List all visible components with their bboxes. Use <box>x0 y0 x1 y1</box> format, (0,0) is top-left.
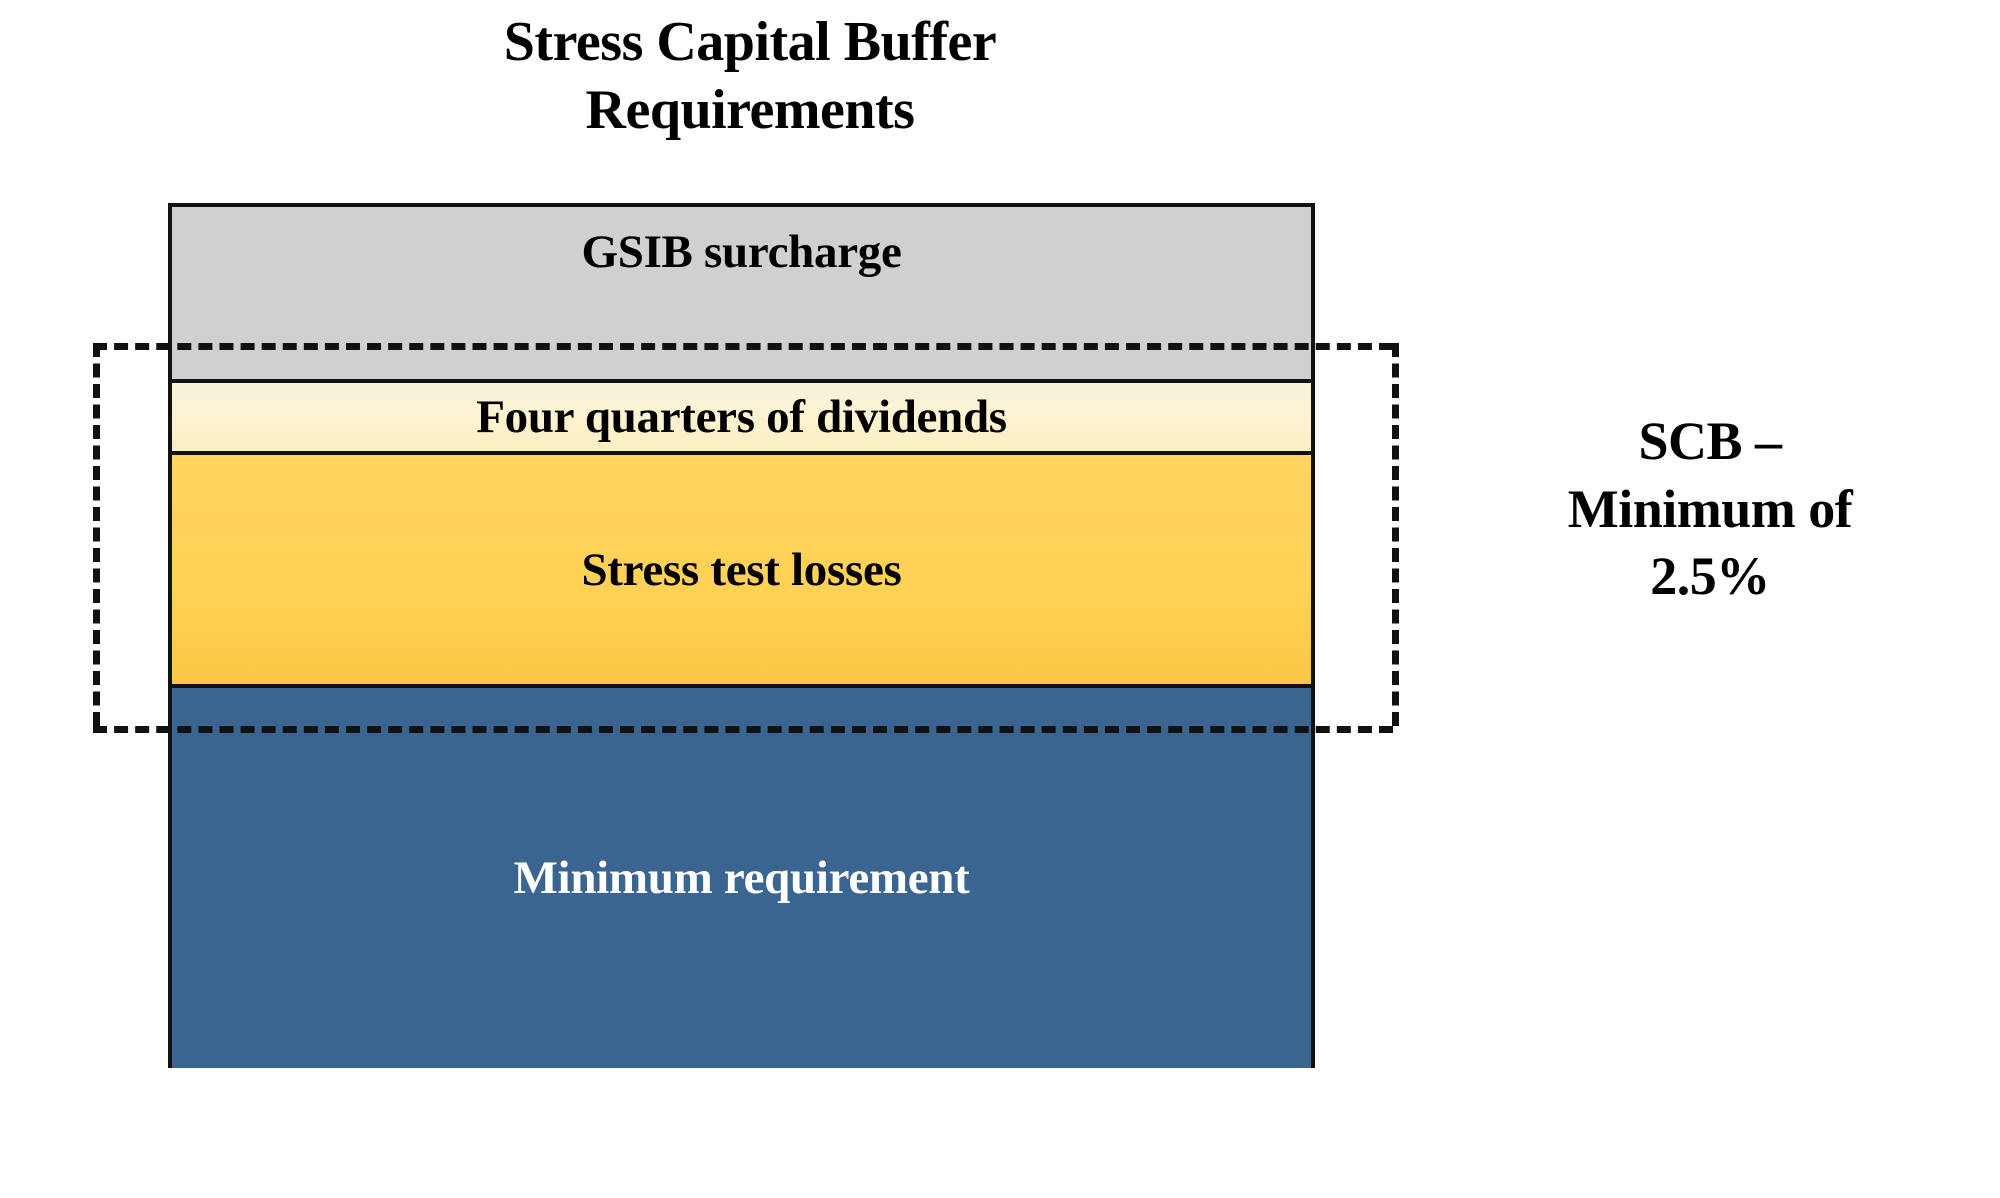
bar-segment-stress-test-losses: Stress test losses <box>172 455 1311 688</box>
scb-bracket-left-line <box>93 343 100 726</box>
bar-segment-gsib-surcharge-label: GSIB surcharge <box>581 226 902 278</box>
scb-annotation-label: SCB – Minimum of 2.5% <box>1455 408 1965 611</box>
bar-segment-minimum-requirement-label: Minimum requirement <box>513 852 970 904</box>
page-title-line-2: Requirements <box>585 79 915 142</box>
page-title-line-1: Stress Capital Buffer <box>503 11 997 73</box>
scb-annotation-line-2: Minimum of <box>1567 478 1853 539</box>
bar-segment-four-quarters-dividends: Four quarters of dividends <box>172 383 1311 455</box>
bar-segment-stress-test-losses-label: Stress test losses <box>581 543 902 596</box>
bar-segment-four-quarters-dividends-label: Four quarters of dividends <box>476 391 1007 443</box>
page-title: Stress Capital Buffer Requirements <box>270 8 1230 145</box>
bar-segment-minimum-requirement: Minimum requirement <box>172 688 1311 1068</box>
scb-bracket-right-line <box>1392 343 1399 726</box>
scb-annotation-line-3: 2.5% <box>1650 546 1770 606</box>
stacked-bar-chart: GSIB surcharge Four quarters of dividend… <box>168 203 1315 1068</box>
scb-bracket-bottom-line <box>93 726 1393 733</box>
scb-bracket-top-line <box>93 343 1393 350</box>
scb-annotation-line-1: SCB – <box>1638 411 1782 471</box>
bar-segment-gsib-surcharge: GSIB surcharge <box>172 207 1311 383</box>
